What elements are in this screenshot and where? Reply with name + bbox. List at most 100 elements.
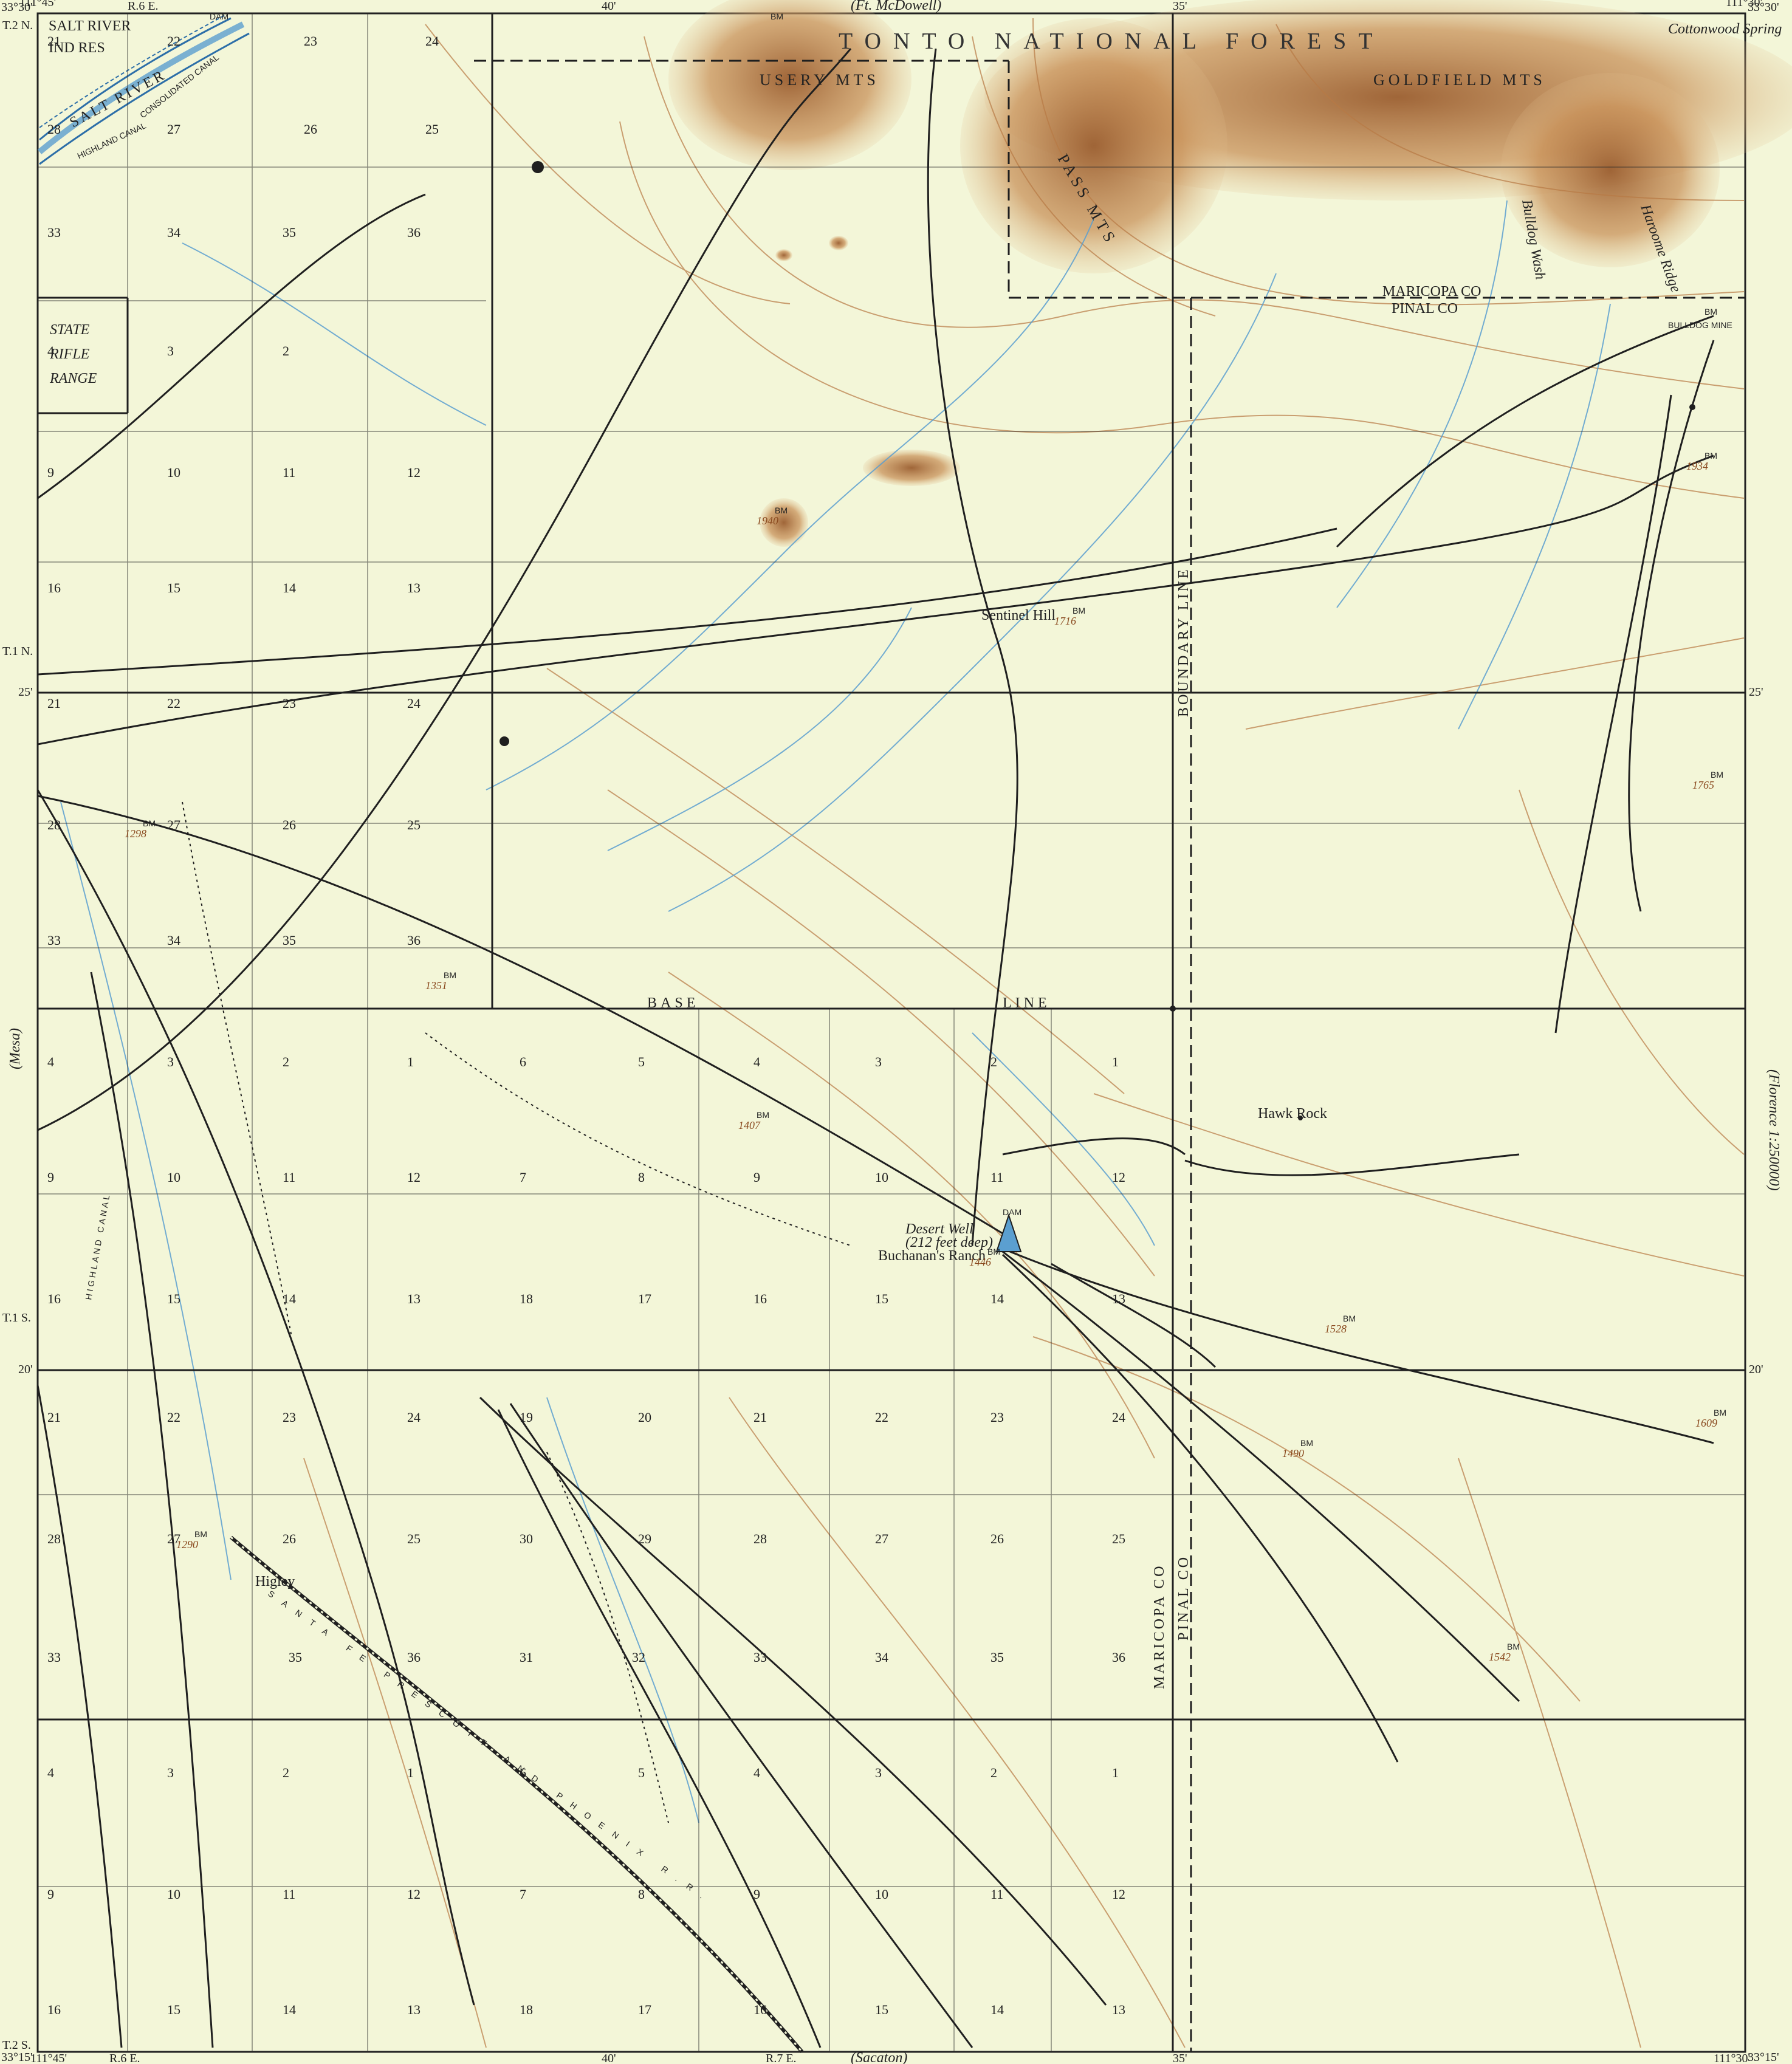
section-number: 35 [289, 1650, 302, 1665]
section-number: 11 [283, 465, 295, 480]
section-number: 8 [638, 1887, 645, 1902]
benchmark-bm-1298: BM [143, 818, 156, 828]
section-number: 17 [638, 1291, 651, 1306]
section-number: 9 [47, 465, 54, 480]
section-number: 23 [990, 1410, 1004, 1425]
township-t1n: T.1 N. [2, 645, 33, 658]
pinal-co-top-label: PINAL CO [1392, 301, 1458, 317]
railroad [230, 1535, 804, 2053]
section-number: 5 [638, 1054, 645, 1069]
section-number: 12 [407, 1887, 421, 1902]
section-number: 3 [167, 1054, 174, 1069]
section-number: 14 [990, 1291, 1004, 1306]
section-number: 23 [283, 696, 296, 711]
section-number: 24 [407, 1410, 421, 1425]
section-number: 18 [520, 1291, 533, 1306]
top-edge-label: (Ft. McDowell) [851, 0, 941, 13]
range-r7e-bottom: R.7 E. [766, 2052, 797, 2064]
section-number: 2 [283, 1765, 289, 1780]
section-number: 9 [47, 1887, 54, 1902]
section-number: 9 [47, 1170, 54, 1185]
benchmark-bm-sentinel: BM [1073, 606, 1085, 615]
section-number: 28 [47, 122, 61, 137]
section-number: 12 [407, 1170, 421, 1185]
range-r6e-top: R.6 E. [128, 0, 159, 13]
section-number: 5 [638, 1765, 645, 1780]
section-number: 27 [167, 122, 180, 137]
section-number: 14 [283, 1291, 296, 1306]
section-number: 24 [1112, 1410, 1125, 1425]
section-number: 23 [304, 33, 317, 49]
section-number: 10 [167, 465, 180, 480]
section-number: 18 [520, 2002, 533, 2017]
benchmark-elevation-bm-1446: 1446 [969, 1256, 991, 1268]
tick-bottom-35: 35' [1173, 2052, 1187, 2064]
section-number: 24 [425, 33, 439, 49]
section-number: 15 [875, 2002, 888, 2017]
section-number: 4 [47, 343, 54, 358]
benchmark-elevation-bm-1609: 1609 [1695, 1417, 1717, 1429]
section-number: 21 [47, 696, 61, 711]
section-number: 12 [407, 465, 421, 480]
boundary-line-label: BOUNDARY LINE [1176, 567, 1192, 717]
section-number: 22 [875, 1410, 888, 1425]
state-rifle-range-2: RIFLE [49, 346, 90, 362]
section-number: 26 [304, 122, 317, 137]
section-number: 12 [1112, 1170, 1125, 1185]
section-number: 31 [520, 1650, 533, 1665]
benchmark-elevation-bm-1528: 1528 [1325, 1323, 1347, 1335]
section-number: 16 [754, 1291, 767, 1306]
section-number: 6 [520, 1765, 526, 1780]
benchmark-elevation-bm-1490: 1490 [1282, 1447, 1304, 1459]
section-number: 12 [1112, 1887, 1125, 1902]
section-number: 26 [283, 817, 296, 832]
corner-tr-lon: 111°30' [1726, 0, 1762, 9]
section-number: 28 [754, 1531, 767, 1546]
benchmark-elevation-bm-1934: 1934 [1686, 460, 1708, 472]
section-number: 30 [520, 1531, 533, 1546]
section-number: 27 [167, 817, 180, 832]
buchanans-ranch-label: Buchanan's Ranch [878, 1248, 986, 1264]
corner-tl-lat: 33°30' [1, 1, 33, 14]
section-number: 28 [47, 817, 61, 832]
section-number: 25 [425, 122, 439, 137]
section-number: 29 [638, 1531, 651, 1546]
corner-bl-lat: 33°15' [1, 2051, 33, 2064]
section-number: 21 [47, 1410, 61, 1425]
benchmark-elevation-bm-sentinel: 1716 [1054, 615, 1076, 627]
section-number: 14 [283, 2002, 296, 2017]
benchmark-bm-1934: BM [1704, 451, 1717, 461]
maricopa-co-top-label: MARICOPA CO [1382, 284, 1481, 300]
corner-tl-lon: 111°45' [19, 0, 56, 9]
usery-mts-label: USERY MTS [760, 71, 879, 89]
section-number: 7 [520, 1170, 526, 1185]
township-t1s: T.1 S. [2, 1311, 31, 1325]
section-number: 1 [407, 1765, 414, 1780]
section-number: 2 [283, 1054, 289, 1069]
range-r6e-bottom: R.6 E. [109, 2052, 140, 2064]
section-number: 16 [47, 580, 61, 595]
right-edge-label: (Florence 1:250000) [1766, 1069, 1782, 1191]
section-number: 1 [1112, 1054, 1119, 1069]
section-number: 19 [520, 1410, 533, 1425]
sentinel-hill-label: Sentinel Hill [981, 608, 1056, 623]
roads [36, 48, 1715, 2048]
relief-shading [668, 0, 1792, 547]
corner-tr-lat: 33°30' [1748, 1, 1779, 14]
section-number: 3 [167, 343, 174, 358]
section-number: 4 [47, 1765, 54, 1780]
section-number: 3 [875, 1054, 882, 1069]
section-number: 10 [875, 1887, 888, 1902]
desert-well-label: Desert Well [905, 1221, 973, 1237]
tick-top-40: 40' [602, 0, 616, 13]
tick-bottom-40: 40' [602, 2052, 616, 2064]
benchmark-elevation-bm-1407: 1407 [738, 1119, 761, 1131]
section-number: 27 [167, 1531, 180, 1546]
benchmark-elevation-bm-1542: 1542 [1489, 1651, 1511, 1663]
section-number: 11 [990, 1170, 1003, 1185]
benchmark-bm-1609: BM [1714, 1408, 1726, 1418]
section-number: 16 [47, 1291, 61, 1306]
township-t2n: T.2 N. [2, 19, 33, 32]
